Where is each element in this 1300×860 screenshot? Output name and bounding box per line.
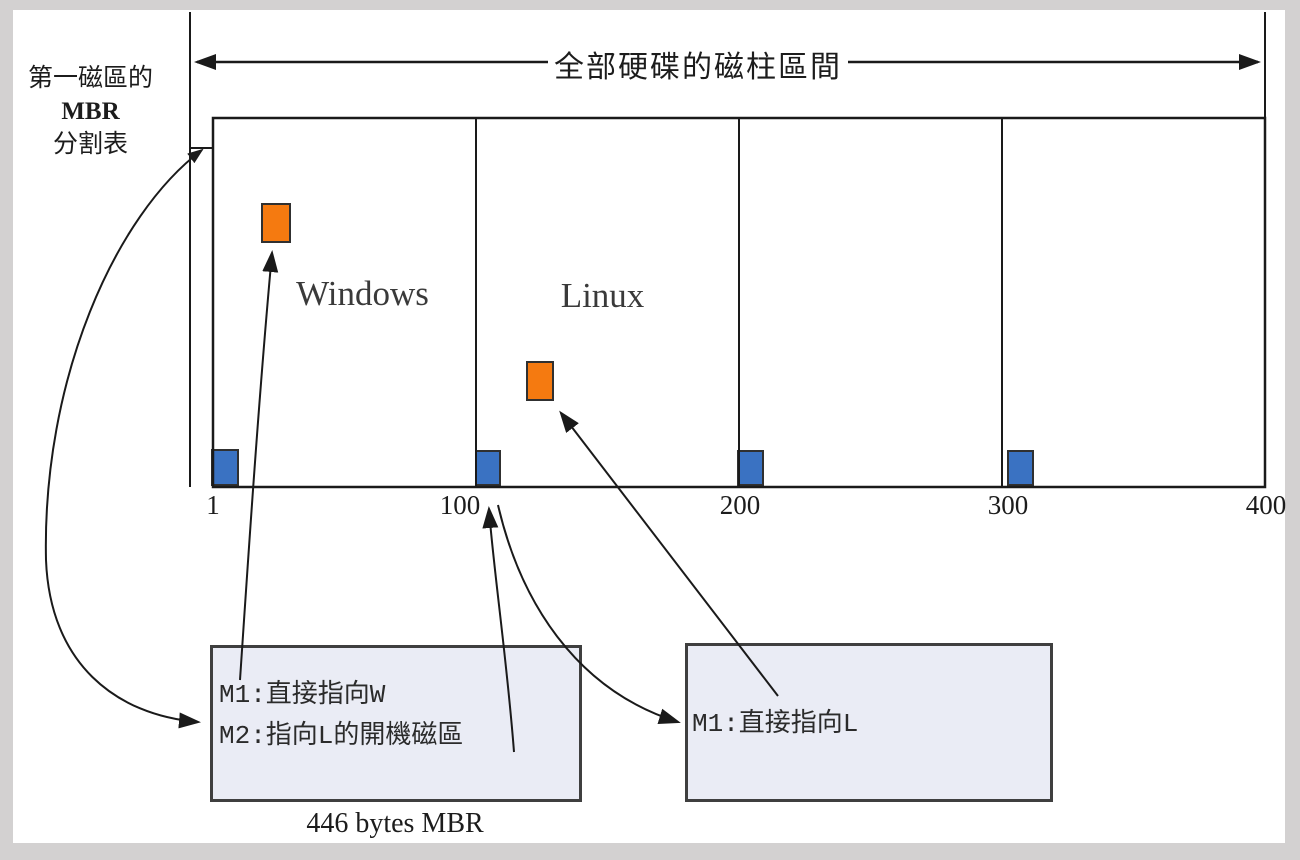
partition-start-square-1 bbox=[211, 449, 239, 486]
diagram-title: 全部硬碟的磁柱區間 bbox=[548, 42, 848, 86]
linux-pointer-line1: M1:直接指向L bbox=[692, 709, 859, 739]
mbr-pointer-box: M1:直接指向W M2:指向L的開機磁區 bbox=[210, 645, 582, 802]
mbr-pointer-line1: M1:直接指向W bbox=[219, 680, 386, 710]
axis-tick-1: 1 bbox=[206, 490, 220, 520]
axis-tick-300: 300 bbox=[987, 490, 1029, 520]
linux-boot-pointer-box: M1:直接指向L bbox=[685, 643, 1053, 802]
axis-tick-100: 100 bbox=[439, 490, 481, 520]
partition-start-square-100 bbox=[475, 450, 501, 486]
axis-tick-200: 200 bbox=[719, 490, 761, 520]
partition-label-linux: Linux bbox=[560, 276, 645, 315]
mbr-pointer-line2: M2:指向L的開機磁區 bbox=[219, 721, 464, 751]
partition-label-windows: Windows bbox=[296, 274, 429, 313]
diagram-background bbox=[13, 10, 1285, 843]
mbr-partition-table-label: 第一磁區的 MBR 分割表 bbox=[8, 62, 173, 161]
partition-start-square-200 bbox=[737, 450, 764, 486]
linux-boot-sector-square bbox=[526, 361, 554, 401]
mbr-bytes-caption: 446 bytes MBR bbox=[306, 808, 484, 839]
mbr-label-line3: 分割表 bbox=[52, 131, 128, 158]
partition-start-square-300 bbox=[1007, 450, 1034, 486]
mbr-label-line1: 第一磁區的 bbox=[27, 65, 153, 92]
mbr-label-line2: MBR bbox=[61, 98, 120, 125]
axis-tick-400: 400 bbox=[1245, 490, 1287, 520]
windows-boot-sector-square bbox=[261, 203, 291, 243]
